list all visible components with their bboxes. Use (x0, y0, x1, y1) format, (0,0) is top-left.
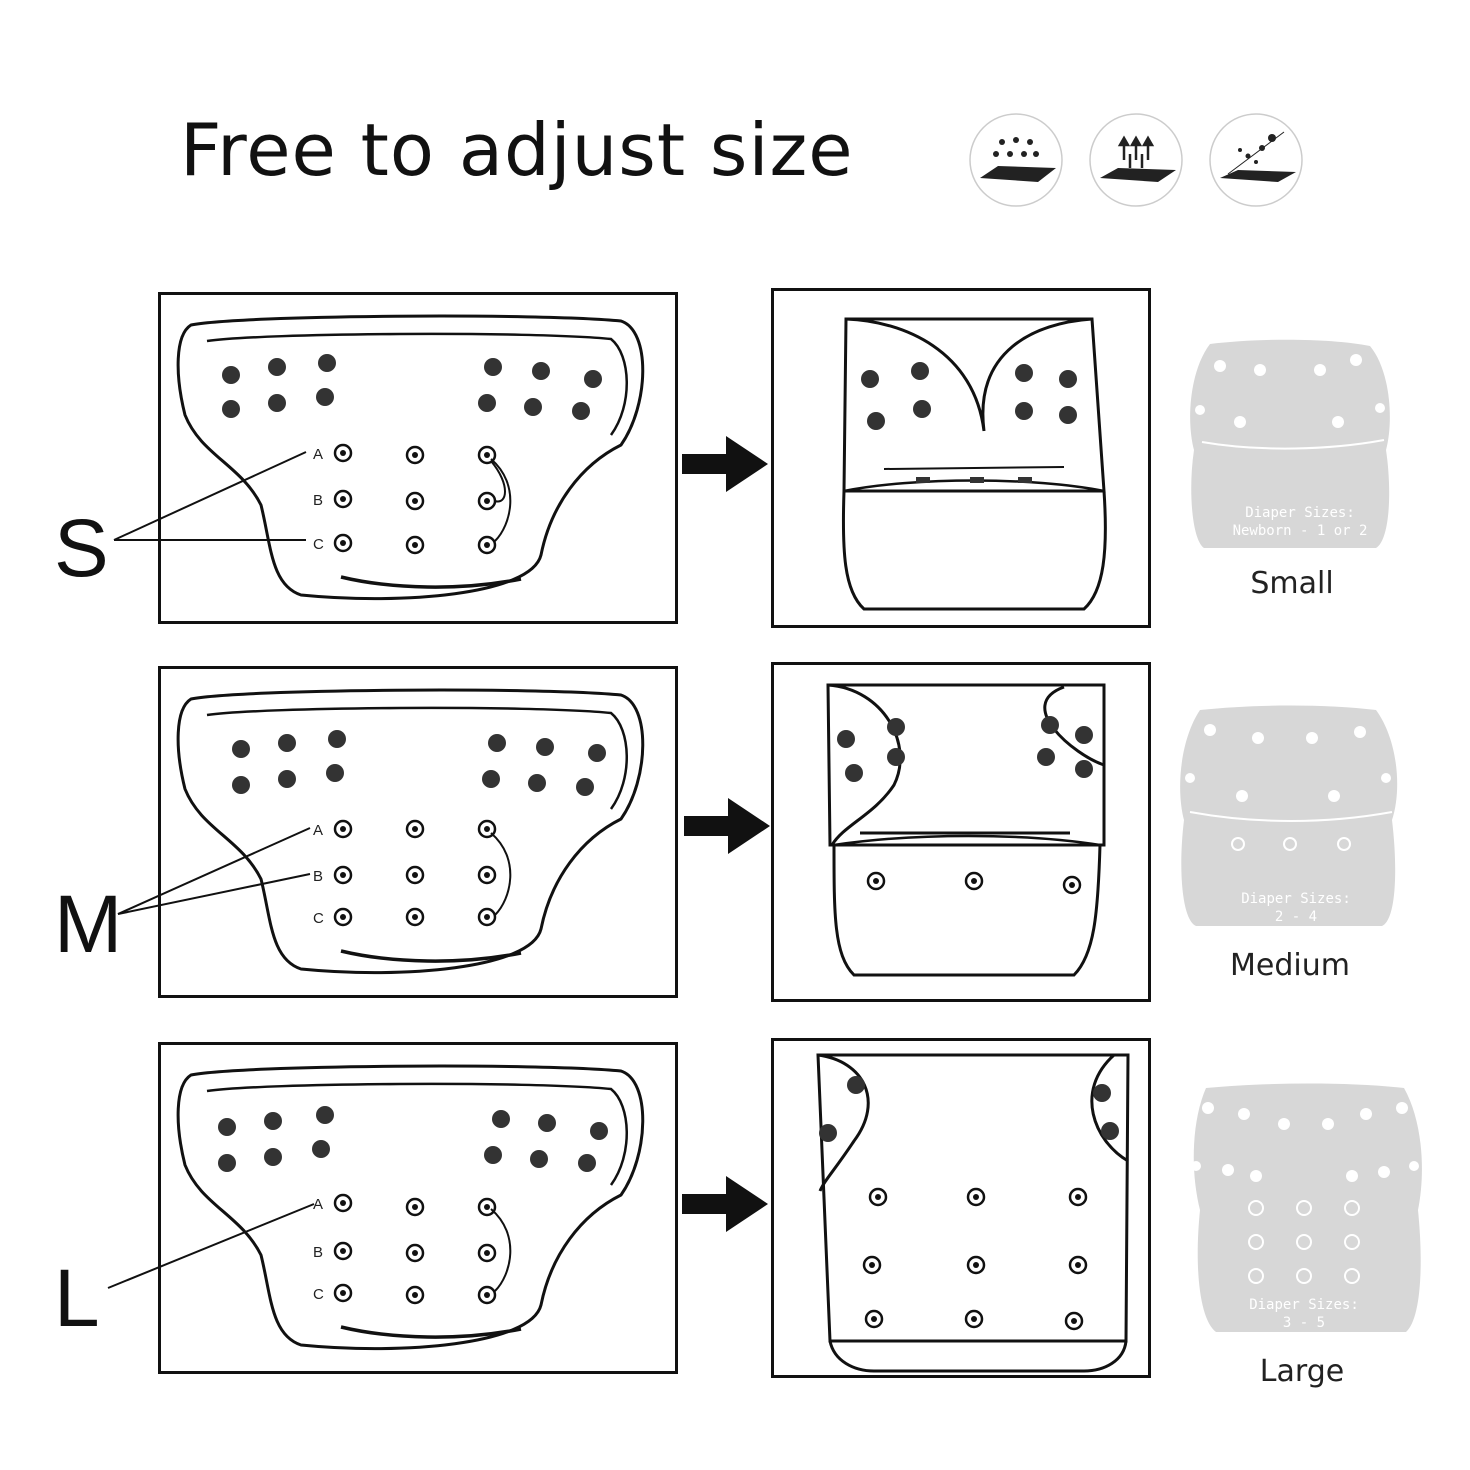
size-name-large: Large (1259, 1354, 1345, 1389)
snap-label-b: B (313, 868, 323, 885)
waterproof-drops-icon (968, 112, 1064, 208)
closed-diaper-panel-s (771, 288, 1151, 628)
soft-particles-icon (1208, 112, 1304, 208)
page-title: Free to adjust size (180, 108, 854, 192)
snap-label-a: A (313, 446, 323, 463)
size-card-medium: Diaper Sizes: 2 - 4 (1176, 700, 1416, 926)
pointer-lines-l (107, 1203, 315, 1289)
open-diaper-panel-m: A B C (158, 666, 678, 998)
snap-label-a: A (313, 1196, 323, 1213)
closed-diaper-panel-l (771, 1038, 1151, 1378)
snap-label-c: C (313, 910, 324, 927)
pointer-lines-m (117, 827, 311, 915)
size-card-small: Diaper Sizes: Newborn - 1 or 2 (1180, 330, 1420, 550)
size-caption-large: Diaper Sizes: 3 - 5 (1249, 1297, 1359, 1331)
size-letter-m: M (54, 879, 123, 970)
snap-label-a: A (313, 822, 323, 839)
open-diaper-panel-s: A B C (158, 292, 678, 624)
size-caption-small: Diaper Sizes: Newborn - 1 or 2 (1232, 505, 1368, 539)
size-name-small: Small (1250, 566, 1334, 601)
size-card-large: Diaper Sizes: 3 - 5 (1180, 1080, 1422, 1332)
pointer-lines-s (113, 451, 307, 541)
arrow-right-icon (682, 436, 768, 492)
arrow-right-icon (682, 1176, 768, 1232)
breathable-arrows-icon (1088, 112, 1184, 208)
snap-label-c: C (313, 536, 324, 553)
snap-label-b: B (313, 1244, 323, 1261)
size-caption-medium: Diaper Sizes: 2 - 4 (1241, 891, 1351, 925)
closed-diaper-panel-m (771, 662, 1151, 1002)
size-letter-l: L (54, 1253, 100, 1344)
size-letter-s: S (54, 503, 109, 594)
snap-label-b: B (313, 492, 323, 509)
size-name-medium: Medium (1230, 948, 1350, 983)
snap-label-c: C (313, 1286, 324, 1303)
arrow-right-icon (684, 798, 770, 854)
open-diaper-panel-l: A B C (158, 1042, 678, 1374)
